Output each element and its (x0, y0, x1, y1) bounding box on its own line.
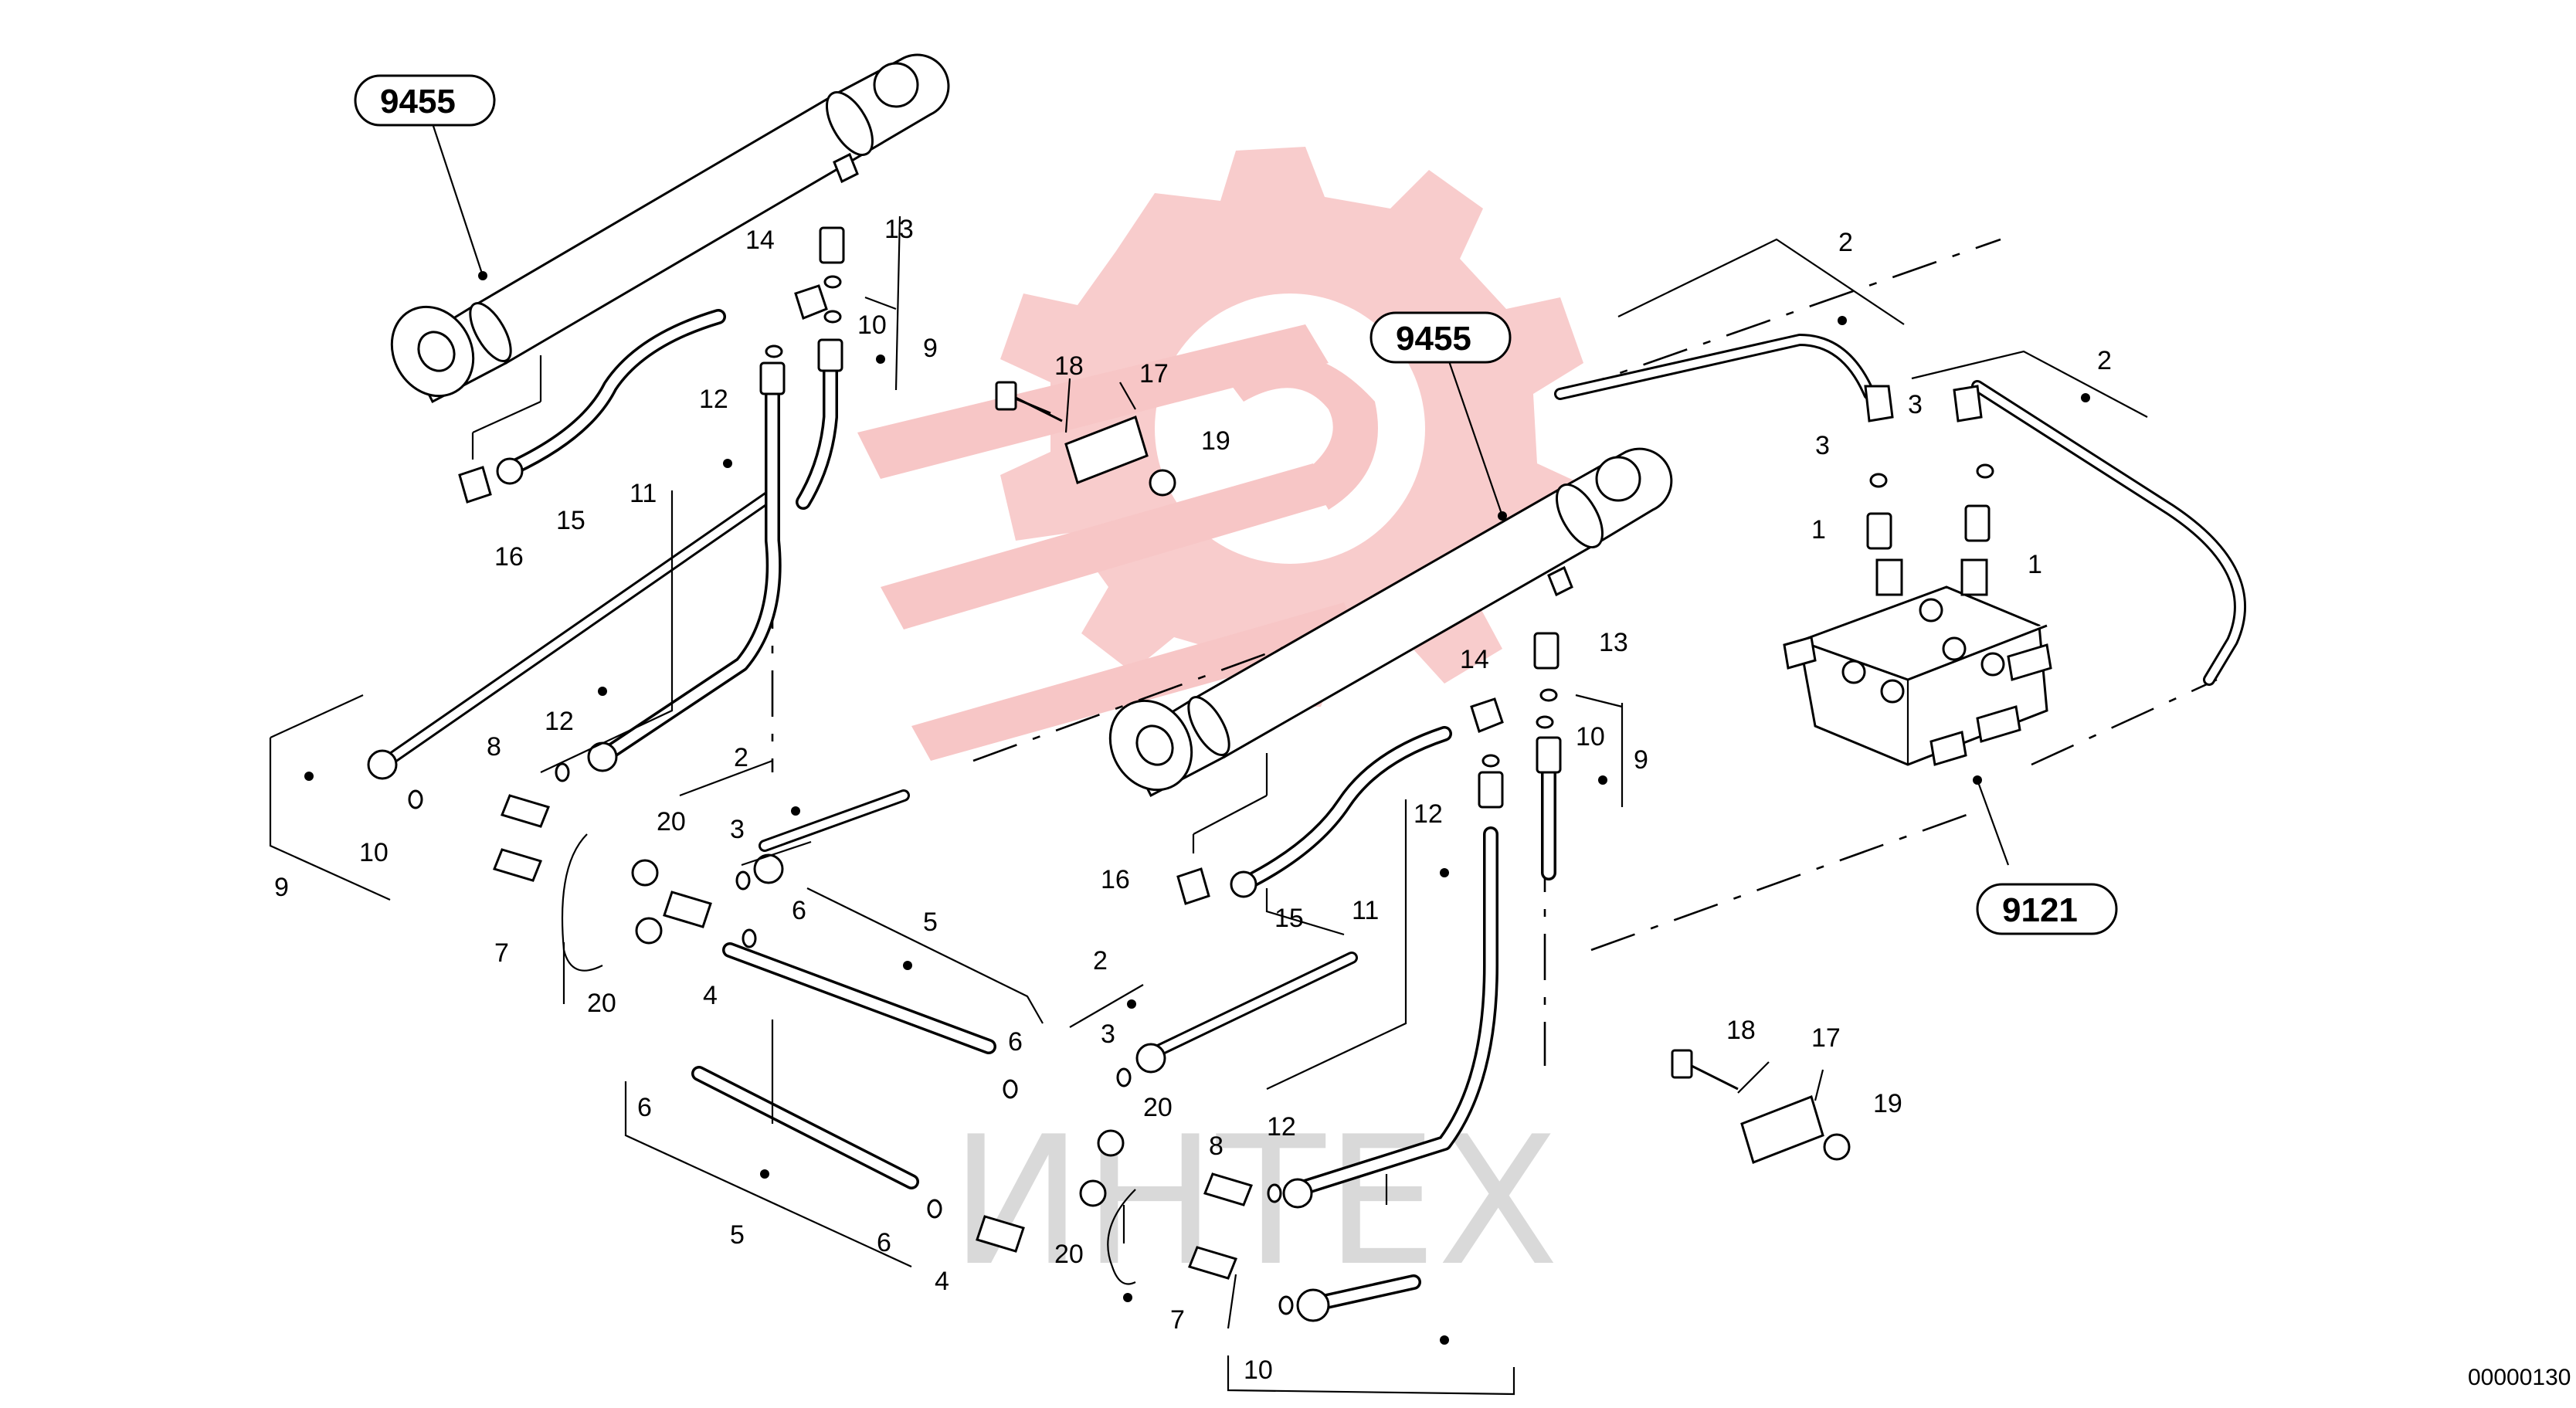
callout-3: 3 (1101, 1020, 1115, 1049)
callout-20: 20 (587, 989, 616, 1018)
callout-20: 20 (657, 807, 686, 836)
callout-9: 9 (923, 334, 938, 363)
callout-15: 15 (556, 506, 585, 535)
callout-12: 12 (1414, 799, 1443, 829)
callout-labels: 1 1 2 2 2 2 3 3 3 3 4 4 5 5 6 6 6 6 7 7 … (274, 215, 2112, 1385)
callout-4: 4 (703, 981, 718, 1010)
callout-3: 3 (730, 815, 745, 844)
callout-16: 16 (1101, 865, 1130, 894)
callout-10: 10 (359, 838, 389, 867)
drawing-code: 00000130 (2468, 1365, 2571, 1390)
callout-11: 11 (1352, 896, 1379, 925)
callout-3: 3 (1815, 431, 1830, 460)
callout-4: 4 (935, 1267, 949, 1296)
reference-tag-9455-center: 9455 (1369, 311, 1512, 364)
callout-8: 8 (487, 732, 501, 762)
callout-14: 14 (745, 226, 775, 255)
watermark-gear (857, 147, 1587, 761)
callout-13: 13 (1599, 628, 1628, 657)
callout-20: 20 (1143, 1093, 1173, 1122)
callout-2: 2 (1838, 228, 1853, 257)
callout-10: 10 (857, 310, 887, 340)
callout-3: 3 (1908, 390, 1923, 419)
cylinder-top-left (390, 53, 950, 460)
callout-10: 10 (1244, 1355, 1273, 1385)
callout-5: 5 (730, 1220, 745, 1250)
callout-12: 12 (1267, 1112, 1296, 1142)
callout-17: 17 (1811, 1023, 1841, 1053)
callout-1: 1 (2028, 550, 2042, 579)
callout-8: 8 (1209, 1131, 1224, 1161)
callout-5: 5 (923, 908, 938, 937)
callout-2: 2 (2097, 346, 2112, 375)
callout-15: 15 (1274, 904, 1304, 933)
fittings (367, 226, 1994, 1322)
callout-10: 10 (1576, 722, 1605, 751)
callout-9: 9 (274, 873, 289, 902)
callout-14: 14 (1460, 645, 1489, 674)
callout-16: 16 (494, 542, 524, 572)
callout-13: 13 (884, 215, 914, 244)
callout-12: 12 (699, 385, 728, 414)
callout-7: 7 (494, 938, 509, 968)
callout-12: 12 (545, 707, 574, 736)
callout-19: 19 (1201, 426, 1230, 456)
reference-tag-9121: 9121 (1976, 883, 2118, 935)
callout-7: 7 (1170, 1305, 1185, 1335)
cylinder-center (1108, 447, 1673, 853)
control-valve (1783, 558, 2052, 766)
callout-6: 6 (792, 896, 806, 925)
reference-9455-text: 9455 (380, 83, 456, 120)
callout-18: 18 (1054, 351, 1084, 381)
callout-2: 2 (734, 743, 748, 772)
callout-6: 6 (877, 1228, 891, 1257)
callout-6: 6 (637, 1093, 652, 1122)
callout-9: 9 (1634, 745, 1648, 775)
leader-dots (304, 271, 2090, 1345)
callout-17: 17 (1139, 359, 1169, 388)
leader-lines (269, 111, 2148, 1396)
reference-tag-9455-top: 9455 (354, 74, 496, 127)
callout-2: 2 (1093, 946, 1108, 975)
callout-19: 19 (1873, 1089, 1902, 1118)
callout-11: 11 (630, 479, 657, 508)
watermark-text: ИНТЕХ (950, 1099, 1559, 1305)
callout-1: 1 (1811, 515, 1826, 545)
callout-6: 6 (1008, 1027, 1023, 1057)
reference-9121-text: 9121 (2002, 891, 2078, 929)
reference-9455-text: 9455 (1396, 320, 1471, 358)
steel-pipes (376, 334, 2246, 1057)
callout-18: 18 (1726, 1016, 1756, 1045)
callout-20: 20 (1054, 1240, 1084, 1269)
